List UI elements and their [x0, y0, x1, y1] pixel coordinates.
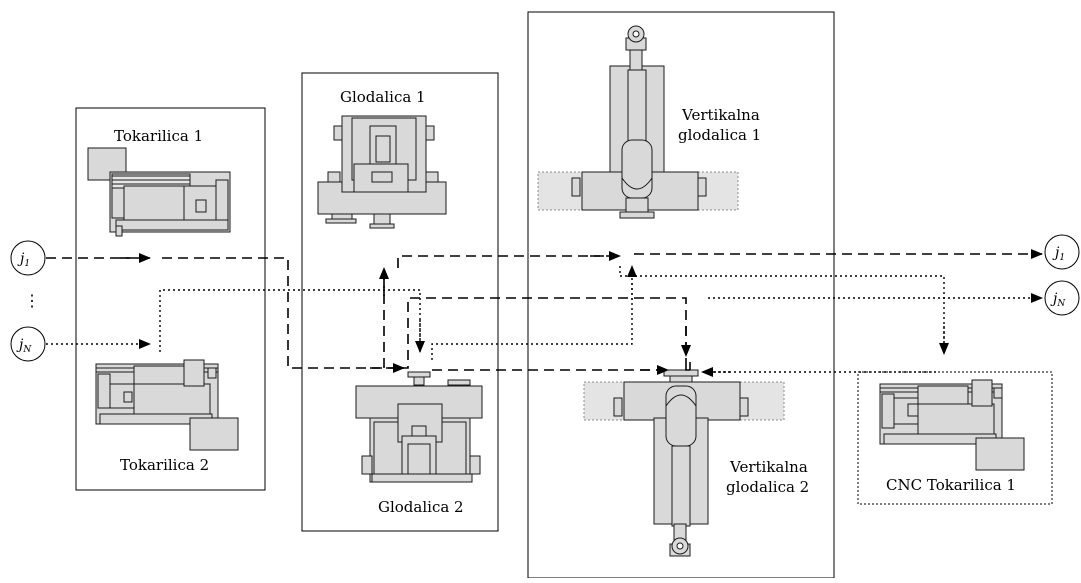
- vertical-mill-1-icon: [537, 25, 739, 219]
- route-last-seg-3: [619, 266, 945, 346]
- mill-1-icon: [317, 115, 447, 229]
- route-first-arrows: [120, 249, 1043, 375]
- job-node-output-first: j1: [1044, 234, 1080, 270]
- job-node-input-last: jN: [10, 326, 46, 362]
- route-last-seg-1: [159, 289, 421, 352]
- group-box-glodalice: [301, 72, 499, 532]
- svg-text:j1: j1: [17, 251, 30, 269]
- label-vertikalna-1-line2: glodalica 1: [678, 126, 761, 144]
- svg-text:jN: jN: [16, 337, 32, 355]
- cnc-lathe-1-icon: [879, 379, 1025, 471]
- svg-text:jN: jN: [1050, 291, 1066, 309]
- route-last-arrows: [46, 265, 1043, 377]
- route-job-last: [159, 266, 945, 373]
- route-first-seg-6: [400, 297, 687, 369]
- lathe-1-icon: [87, 147, 231, 237]
- route-last-seg-2: [431, 282, 633, 360]
- svg-text:j1: j1: [1052, 245, 1065, 263]
- label-vertikalna-2-line1: Vertikalna: [729, 458, 808, 476]
- label-cnc-tokarilica-1: CNC Tokarilica 1: [886, 476, 1016, 494]
- job-ellipsis: ⋮: [24, 291, 40, 310]
- label-vertikalna-2-line2: glodalica 2: [726, 478, 809, 496]
- group-box-tokarilice: [75, 107, 266, 491]
- label-glodalica-2: Glodalica 2: [378, 498, 464, 516]
- label-tokarilica-2: Tokarilica 2: [120, 456, 209, 474]
- vertical-mill-2-icon: [583, 369, 785, 557]
- mill-2-icon: [355, 371, 483, 483]
- group-box-cnc: [857, 371, 1053, 505]
- job-node-output-last: jN: [1044, 280, 1080, 316]
- label-vertikalna-1-line1: Vertikalna: [681, 106, 760, 124]
- route-first-seg-7: [685, 364, 690, 371]
- label-glodalica-1: Glodalica 1: [340, 88, 426, 106]
- label-tokarilica-1: Tokarilica 1: [114, 127, 203, 145]
- route-first-seg-2: [162, 257, 404, 369]
- route-first-seg-4: [397, 255, 618, 268]
- route-job-first: [46, 255, 691, 371]
- lathe-2-icon: [95, 359, 239, 451]
- job-node-input-first: j1: [10, 240, 46, 276]
